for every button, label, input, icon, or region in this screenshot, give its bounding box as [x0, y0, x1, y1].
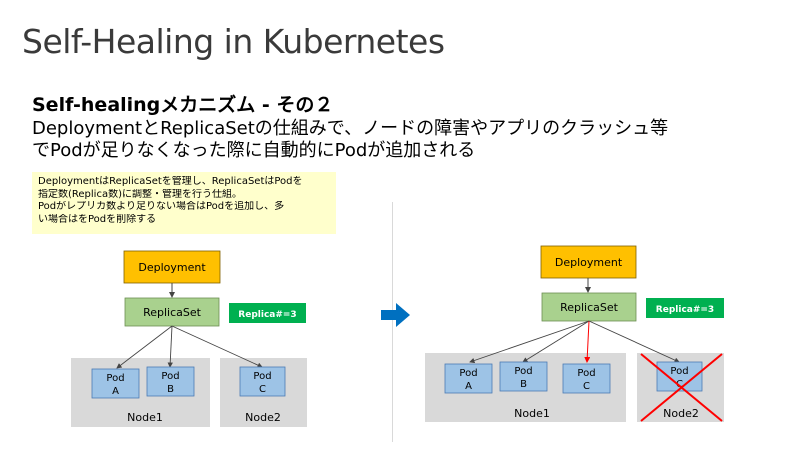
- note-line: い場合はをPodを削除する: [38, 213, 157, 225]
- transition-arrow-icon: [381, 303, 410, 327]
- node1-label: Node1: [514, 407, 550, 420]
- pod-c: [239, 366, 286, 397]
- slide-subtitle: Self-healingメカニズム - その２: [32, 94, 334, 116]
- replicaset-label: ReplicaSet: [560, 301, 619, 314]
- replica-count-badge: [229, 303, 306, 323]
- note-line: 指定数(Replica数)に調整・管理を行う仕組。: [38, 188, 242, 200]
- note-line: DeploymentはReplicaSetを管理し、ReplicaSetはPod…: [38, 176, 303, 187]
- pod-label: Pod: [161, 371, 179, 382]
- after-diagram: Deployment ReplicaSet Replica#=3 Pod A P…: [425, 245, 724, 422]
- replica-count-badge: [646, 298, 724, 318]
- pod-name: C: [676, 379, 683, 390]
- pod-name: B: [520, 379, 527, 390]
- pod-label: Pod: [106, 373, 124, 384]
- node-failure-x-icon: [640, 353, 723, 422]
- pod-name: A: [112, 386, 119, 397]
- pod-label: Pod: [253, 371, 271, 382]
- before-diagram: Deployment ReplicaSet Replica#=3 Pod A P…: [71, 250, 307, 427]
- replicaset-box: [541, 292, 637, 322]
- replica-count-text: Replica#=3: [656, 305, 714, 315]
- pod-label: Pod: [670, 366, 688, 377]
- node2-label: Node2: [245, 411, 281, 424]
- pod-name: C: [259, 384, 266, 395]
- pod-label: Pod: [459, 368, 477, 379]
- slide-title: Self-Healing in Kubernetes: [22, 22, 445, 61]
- pod-label: Pod: [514, 366, 532, 377]
- explanation-note: DeploymentはReplicaSetを管理し、ReplicaSetはPod…: [32, 172, 336, 234]
- deployment-label: Deployment: [138, 261, 206, 274]
- pod-a: [444, 363, 493, 394]
- pod-name: C: [583, 381, 590, 392]
- pod-b: [499, 361, 548, 392]
- replica-count-text: Replica#=3: [238, 310, 296, 320]
- pod-name: A: [465, 381, 472, 392]
- pod-name: B: [167, 384, 174, 395]
- replicaset-label: ReplicaSet: [143, 306, 202, 319]
- description-line: DeploymentとReplicaSetの仕組みで、ノードの障害やアプリのクラ…: [32, 118, 669, 139]
- slide-description: DeploymentとReplicaSetの仕組みで、ノードの障害やアプリのクラ…: [32, 118, 792, 162]
- pod-label: Pod: [577, 368, 595, 379]
- node1-label: Node1: [127, 411, 163, 424]
- pod-a: [91, 368, 140, 399]
- note-line: Podがレプリカ数より足りない場合はPodを追加し、多: [38, 201, 285, 212]
- section-divider: [392, 202, 393, 442]
- deployment-label: Deployment: [555, 256, 623, 269]
- node2-label: Node2: [663, 407, 699, 420]
- description-line: でPodが足りなくなった際に自動的にPodが追加される: [32, 140, 476, 161]
- pod-b: [146, 366, 195, 397]
- replicaset-box: [124, 297, 220, 327]
- pod-c-new: [562, 363, 611, 394]
